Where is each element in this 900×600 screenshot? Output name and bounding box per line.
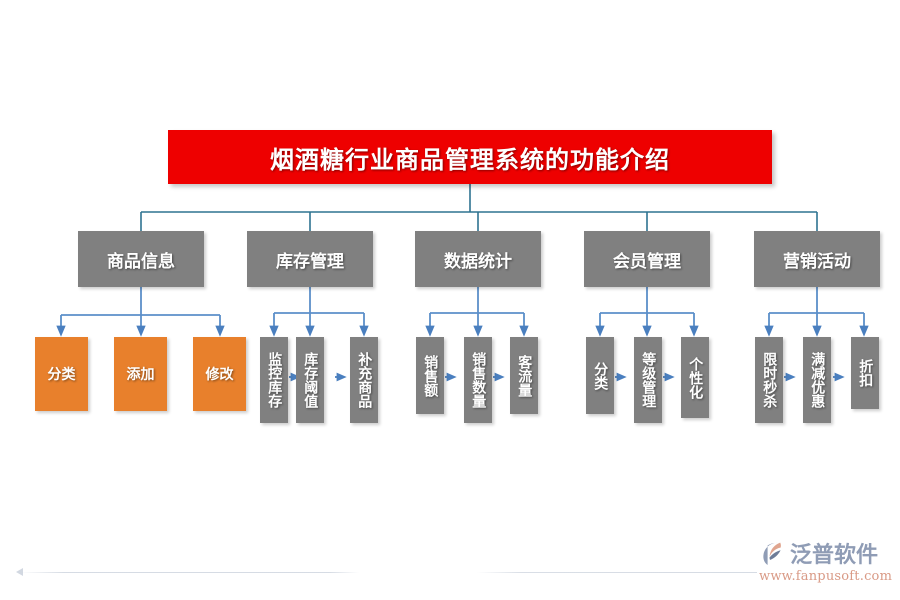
leaf-label: 销售额 (422, 354, 439, 397)
fanpu-logo-icon (763, 542, 781, 565)
leaf-label: 分类 (47, 367, 76, 383)
leaf-label: 补充商品 (356, 352, 373, 408)
leaf-node-add[interactable]: 添加 (114, 337, 167, 411)
leaf-label: 个性化 (687, 356, 704, 399)
branch-node-data-statistics[interactable]: 数据统计 (415, 231, 541, 287)
leaf-label: 限时秒杀 (761, 352, 778, 408)
brand-url: www.fanpusoft.com (759, 569, 893, 584)
leaf-node-flash-sale[interactable]: 限时秒杀 (755, 337, 783, 423)
branch-label: 营销活动 (783, 251, 851, 272)
leaf-node-personalization[interactable]: 个性化 (681, 337, 709, 418)
branch-node-member-management[interactable]: 会员管理 (584, 231, 710, 287)
branch-node-inventory-management[interactable]: 库存管理 (247, 231, 373, 287)
leaf-label: 添加 (126, 367, 155, 383)
leaf-node-level-management[interactable]: 等级管理 (634, 337, 662, 423)
leaf-label: 满减优惠 (809, 352, 826, 408)
branch-node-commodity-info[interactable]: 商品信息 (78, 231, 204, 287)
leaf-node-discount[interactable]: 折扣 (851, 337, 879, 409)
leaf-label: 修改 (205, 367, 234, 383)
leaf-node-modify[interactable]: 修改 (193, 337, 246, 411)
leaf-node-monitor-inventory[interactable]: 监控库存 (260, 337, 288, 423)
diagram-title-label: 烟酒糖行业商品管理系统的功能介绍 (270, 145, 670, 174)
leaf-node-customer-flow[interactable]: 客流量 (510, 337, 538, 414)
leaf-label: 客流量 (516, 354, 533, 397)
branch-label: 数据统计 (444, 251, 512, 272)
leaf-node-member-category[interactable]: 分类 (586, 337, 614, 414)
leaf-label: 监控库存 (266, 352, 283, 408)
watermark-divider-arrow-icon (16, 568, 23, 576)
leaf-node-replenish-goods[interactable]: 补充商品 (350, 337, 378, 423)
branch-node-marketing-activity[interactable]: 营销活动 (754, 231, 880, 287)
leaf-node-sales-quantity[interactable]: 销售数量 (464, 337, 492, 423)
leaf-label: 折扣 (857, 359, 874, 387)
branch-label: 会员管理 (613, 251, 681, 272)
branch-label: 商品信息 (107, 251, 175, 272)
leaf-node-sales-amount[interactable]: 销售额 (416, 337, 444, 414)
watermark-divider (20, 572, 757, 573)
leaf-node-full-reduction-discount[interactable]: 满减优惠 (803, 337, 831, 423)
watermark-logo: 泛普软件 www.fanpusoft.com (757, 536, 893, 590)
branch-label: 库存管理 (276, 251, 344, 272)
leaf-node-inventory-threshold[interactable]: 库存阈值 (296, 337, 324, 423)
diagram-title: 烟酒糖行业商品管理系统的功能介绍 (168, 130, 772, 184)
leaf-label: 库存阈值 (302, 352, 319, 408)
leaf-label: 分类 (592, 361, 609, 390)
brand-name: 泛普软件 (790, 543, 879, 568)
leaf-label: 销售数量 (470, 352, 487, 408)
leaf-node-category[interactable]: 分类 (35, 337, 88, 411)
leaf-label: 等级管理 (640, 352, 657, 408)
